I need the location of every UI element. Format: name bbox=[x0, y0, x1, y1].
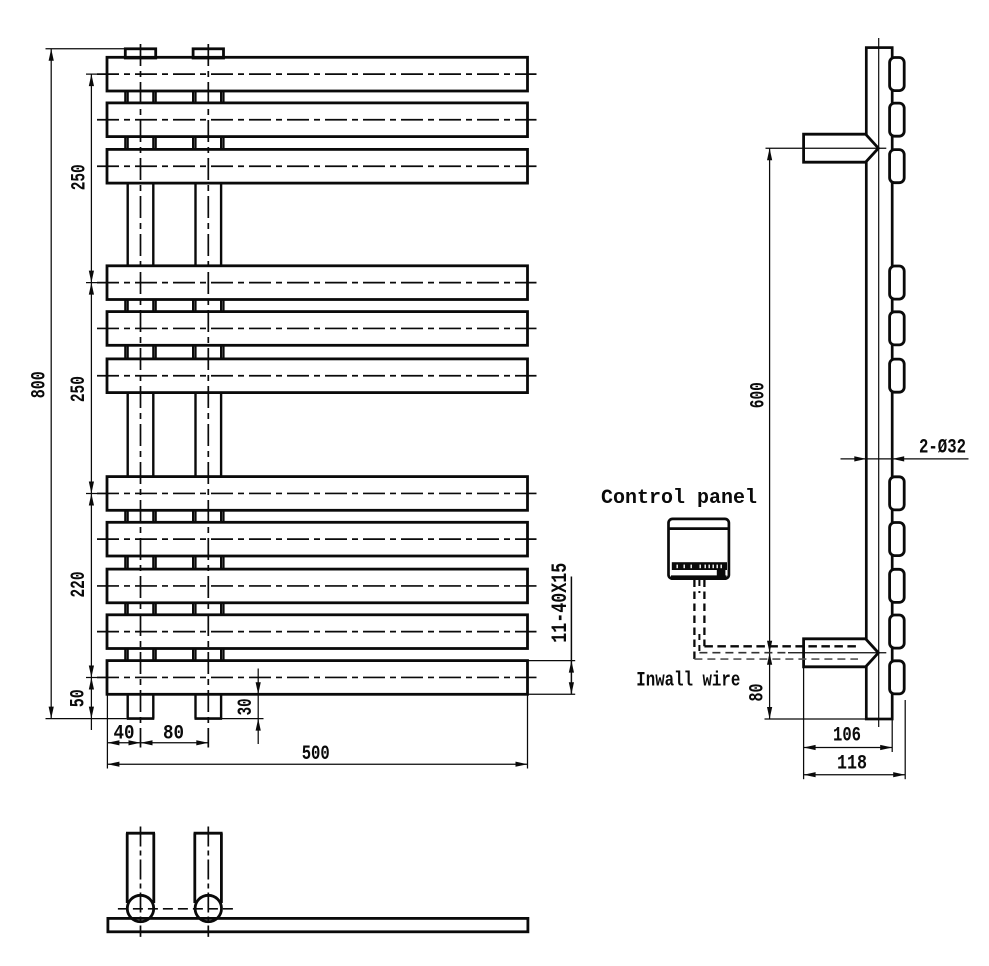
svg-text:50: 50 bbox=[68, 689, 91, 707]
svg-text:80: 80 bbox=[747, 684, 770, 702]
svg-text:118: 118 bbox=[837, 753, 867, 776]
svg-text:800: 800 bbox=[29, 371, 52, 398]
svg-text:106: 106 bbox=[833, 725, 861, 748]
svg-text:250: 250 bbox=[68, 164, 91, 190]
svg-text:500: 500 bbox=[302, 743, 330, 766]
svg-text:250: 250 bbox=[68, 376, 91, 402]
svg-text:Inwall wire: Inwall wire bbox=[636, 670, 740, 693]
svg-text:80: 80 bbox=[163, 723, 184, 746]
svg-text:600: 600 bbox=[747, 382, 770, 408]
svg-text:11-40X15: 11-40X15 bbox=[548, 563, 573, 643]
svg-text:30: 30 bbox=[235, 698, 258, 715]
svg-text:2-Ø32: 2-Ø32 bbox=[919, 437, 966, 460]
svg-text:40: 40 bbox=[114, 723, 135, 746]
svg-text:Control panel: Control panel bbox=[601, 487, 757, 510]
svg-text:220: 220 bbox=[68, 572, 91, 598]
